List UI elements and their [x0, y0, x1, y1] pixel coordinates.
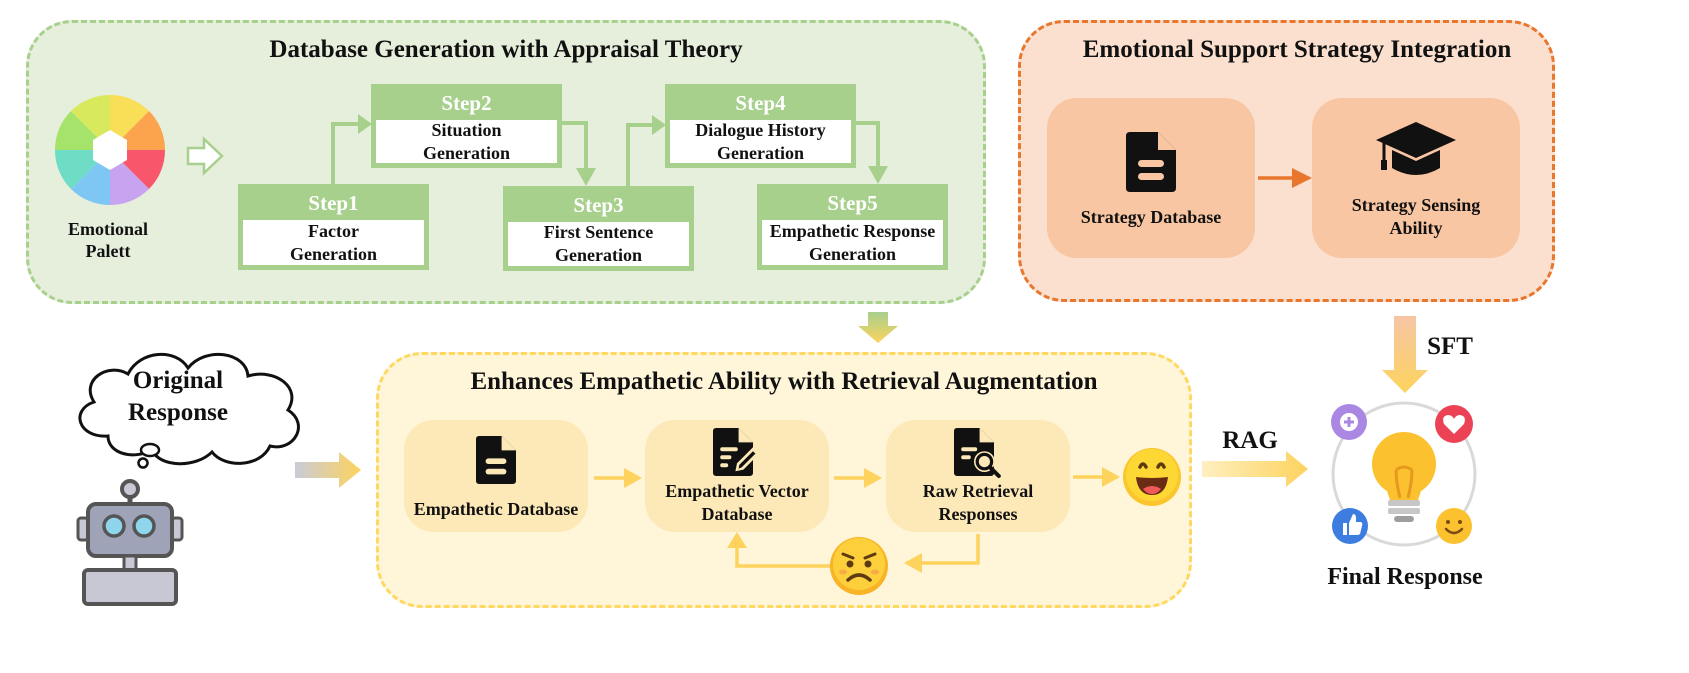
orange-arrow — [1258, 168, 1312, 188]
robot-icon — [76, 479, 184, 606]
happy-face-icon — [1123, 448, 1181, 506]
robot-to-retrieval-arrow — [295, 452, 361, 488]
strategy-sensing-card: Strategy Sensing Ability — [1312, 98, 1520, 258]
strategy-integration-title: Emotional Support Strategy Integration — [1082, 36, 1512, 63]
emotional-palette-label: Emotional Palett — [67, 219, 148, 261]
empathetic-database-label: Empathetic Database — [413, 498, 579, 519]
document-edit-icon — [713, 428, 760, 476]
final-response-icon — [1331, 401, 1477, 547]
empathetic-database-card: Empathetic Database — [404, 420, 588, 532]
step-connectors — [331, 114, 888, 188]
emotional-palette-icon — [54, 94, 166, 206]
sad-face-icon — [830, 537, 888, 595]
raw-retrieval-responses-label: Raw Retrieval Responses — [922, 481, 1034, 524]
database-generation-title: Database Generation with Appraisal Theor… — [269, 36, 743, 63]
document-search-icon — [954, 428, 1001, 478]
step3-header: Step3 — [573, 193, 624, 217]
original-response-label: Original Response — [127, 367, 228, 426]
thought-cloud — [78, 352, 300, 469]
down-arrow-to-retrieval — [858, 312, 898, 343]
step4-header: Step4 — [735, 91, 786, 115]
document-icon — [476, 435, 516, 484]
document-icon — [1126, 131, 1176, 192]
empathetic-vector-database-card: Empathetic Vector Database — [645, 420, 829, 532]
strategy-sensing-label: Strategy Sensing Ability — [1351, 195, 1481, 238]
empathetic-vector-database-label: Empathetic Vector Database — [665, 481, 809, 524]
retrieval-augmentation-title: Enhances Empathetic Ability with Retriev… — [470, 368, 1098, 395]
rag-arrow — [1202, 451, 1308, 487]
strategy-database-card: Strategy Database — [1047, 98, 1255, 258]
strategy-database-label: Strategy Database — [1080, 206, 1222, 227]
sft-label: SFT — [1427, 333, 1473, 360]
rag-label: RAG — [1222, 427, 1278, 454]
hollow-arrow-icon — [186, 136, 224, 176]
step5-header: Step5 — [827, 191, 878, 215]
raw-retrieval-responses-card: Raw Retrieval Responses — [886, 420, 1070, 532]
sft-arrow — [1382, 316, 1428, 393]
graduation-cap-icon — [1376, 122, 1456, 175]
step2-header: Step2 — [441, 91, 492, 115]
final-response-label: Final Response — [1327, 564, 1483, 590]
step1-header: Step1 — [308, 191, 359, 215]
